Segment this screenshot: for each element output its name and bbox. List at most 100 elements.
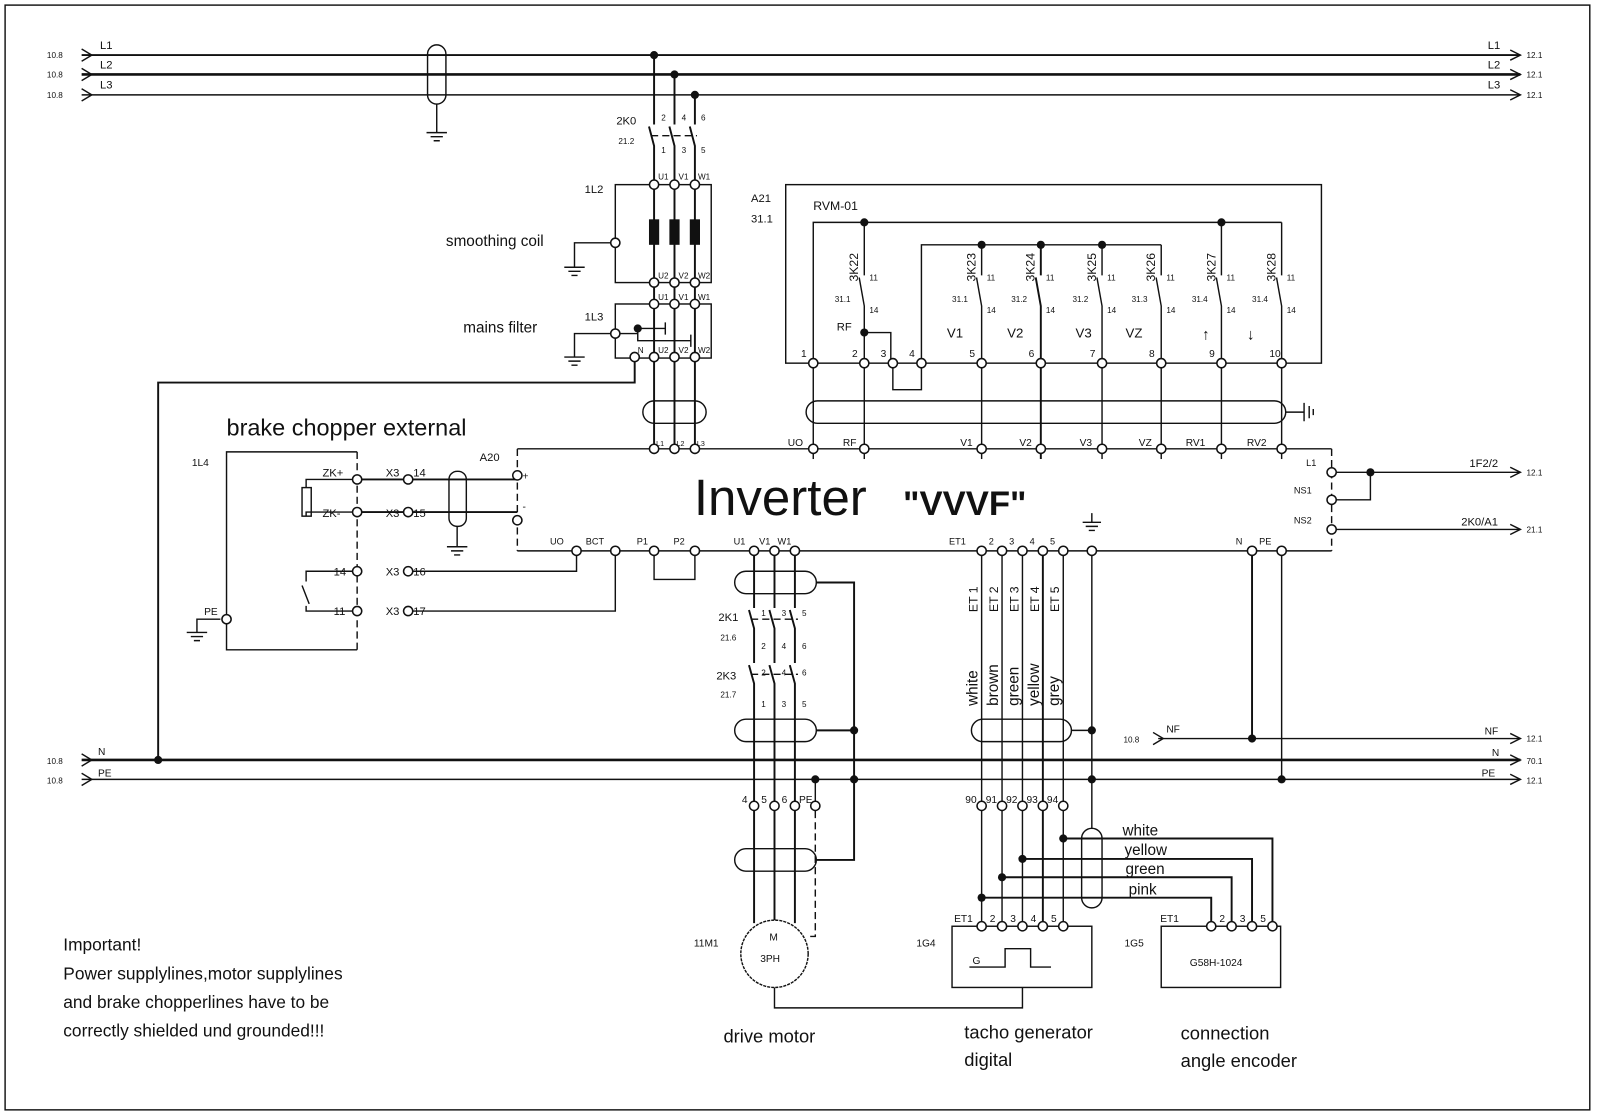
terminal bbox=[689, 277, 701, 288]
contact-number: 1 bbox=[761, 700, 766, 709]
source-reference: 10.8 bbox=[47, 51, 63, 60]
junction-dot bbox=[633, 324, 642, 333]
motor-terminal-label: 4 bbox=[742, 795, 748, 806]
coil-icon bbox=[689, 219, 700, 245]
rf-bridge bbox=[864, 331, 923, 391]
contact-number: 3 bbox=[782, 700, 787, 709]
terminal-label: 92 bbox=[1006, 795, 1018, 806]
terminal bbox=[1276, 443, 1287, 455]
terminal bbox=[1017, 800, 1028, 812]
encoder-id: 1G5 bbox=[1124, 939, 1144, 950]
terminal-label: U2 bbox=[658, 271, 669, 280]
neutral-wire bbox=[157, 361, 636, 760]
contact-number: 11 bbox=[1287, 274, 1296, 283]
terminal bbox=[1035, 443, 1047, 455]
rvm-terminal-number: 3 bbox=[881, 349, 887, 360]
relay-ref: 31.4 bbox=[1252, 295, 1268, 304]
terminal-label: W1 bbox=[698, 293, 711, 302]
tacho-terminal-label: 2 bbox=[990, 914, 996, 925]
outgoing-arrow-icon bbox=[1509, 773, 1523, 786]
junction-dot bbox=[1059, 834, 1068, 843]
mains-filter-id: 1L3 bbox=[585, 311, 604, 323]
contactor-2k1-ref: 21.6 bbox=[720, 634, 736, 643]
terminal bbox=[1276, 357, 1287, 369]
motor-wire-w bbox=[788, 550, 796, 924]
brake-chopper-id: 1L4 bbox=[192, 458, 209, 469]
terminal bbox=[648, 545, 660, 557]
coil-icon bbox=[648, 219, 660, 245]
brake-chopper-title: brake chopper external bbox=[227, 415, 467, 441]
smoothing-coil-id: 1L2 bbox=[585, 184, 604, 196]
contact-number: 11 bbox=[1046, 274, 1055, 283]
down-arrow-icon: ↓ bbox=[1247, 327, 1255, 344]
contact-number: 3 bbox=[782, 609, 787, 618]
dc-link-wires bbox=[357, 478, 518, 514]
output-1f2-label: 1F2/2 bbox=[1469, 458, 1498, 470]
junction-dot bbox=[670, 70, 679, 79]
wire-color-label: yellow bbox=[1124, 842, 1167, 859]
terminal-label: 90 bbox=[965, 795, 977, 806]
source-reference: 10.8 bbox=[47, 71, 63, 80]
et-wire-label: ET 4 bbox=[1028, 586, 1042, 612]
brake-terminal-label: ZK+ bbox=[322, 467, 343, 479]
relay-contact bbox=[858, 222, 866, 364]
relay-contact bbox=[1275, 222, 1283, 364]
output-2k0-label: 2K0/A1 bbox=[1461, 516, 1498, 528]
terminal bbox=[1096, 443, 1108, 455]
terminal bbox=[1216, 443, 1227, 455]
rvm-id: A21 bbox=[751, 193, 771, 205]
tacho-symbol: G bbox=[972, 956, 980, 967]
terminal-label: 91 bbox=[986, 795, 998, 806]
terminal bbox=[648, 277, 660, 288]
terminal bbox=[807, 443, 819, 455]
relay-ref: 31.1 bbox=[952, 295, 968, 304]
relay-name: 3K26 bbox=[1144, 253, 1158, 282]
terminal bbox=[1057, 545, 1069, 557]
incoming-arrow-icon bbox=[81, 88, 94, 102]
terminal bbox=[669, 277, 680, 288]
encoder-terminal-label: 2 bbox=[1219, 914, 1225, 925]
relay-ref: 31.1 bbox=[835, 295, 851, 304]
terminal bbox=[689, 298, 701, 310]
terminal bbox=[1267, 920, 1278, 932]
outgoing-arrow-icon bbox=[1509, 732, 1523, 745]
terminal bbox=[916, 357, 927, 369]
junction-dot bbox=[811, 775, 820, 784]
relay-name: 3K28 bbox=[1265, 253, 1279, 282]
contact-number: 11 bbox=[1107, 274, 1116, 283]
inverter-terminal-label: - bbox=[522, 502, 525, 513]
brake-chopper bbox=[186, 451, 696, 651]
terminal bbox=[609, 237, 621, 249]
motor-icon bbox=[740, 919, 809, 989]
junction-dot bbox=[650, 51, 659, 60]
wire-color-label: yellow bbox=[1026, 662, 1043, 705]
terminal bbox=[1086, 545, 1098, 557]
junction-dot bbox=[1087, 726, 1096, 735]
contact-number: 1 bbox=[661, 146, 666, 155]
up-arrow-icon: ↑ bbox=[1202, 327, 1210, 344]
wire-color-label: green bbox=[1005, 667, 1022, 706]
terminal bbox=[1326, 466, 1337, 478]
inverter-terminal-label: BCT bbox=[586, 537, 605, 547]
n-left-label: N bbox=[98, 747, 105, 758]
incoming-arrow-icon bbox=[1152, 731, 1165, 746]
rvm-signal-label: V2 bbox=[1007, 326, 1023, 341]
outgoing-arrow-icon bbox=[1509, 89, 1523, 101]
motor-symbol: M bbox=[769, 933, 778, 944]
tacho-terminal-label: 3 bbox=[1010, 914, 1016, 925]
terminal bbox=[1037, 545, 1049, 557]
tacho-caption: tacho generator bbox=[964, 1021, 1093, 1042]
relay-ref: 31.3 bbox=[1132, 295, 1148, 304]
terminal bbox=[669, 179, 680, 190]
motor-terminal-label: 6 bbox=[782, 795, 788, 806]
terminal-label: V2 bbox=[679, 346, 689, 355]
inverter-terminal-label: UO bbox=[550, 537, 564, 547]
terminal-label: N bbox=[638, 346, 644, 355]
tacho-terminal-label: ET1 bbox=[954, 914, 973, 925]
supply-shield bbox=[642, 400, 707, 425]
encoder-terminal-label: 5 bbox=[1260, 914, 1266, 925]
terminal bbox=[221, 613, 232, 625]
motor-wire-v bbox=[768, 550, 776, 921]
junction-dot bbox=[154, 755, 163, 765]
